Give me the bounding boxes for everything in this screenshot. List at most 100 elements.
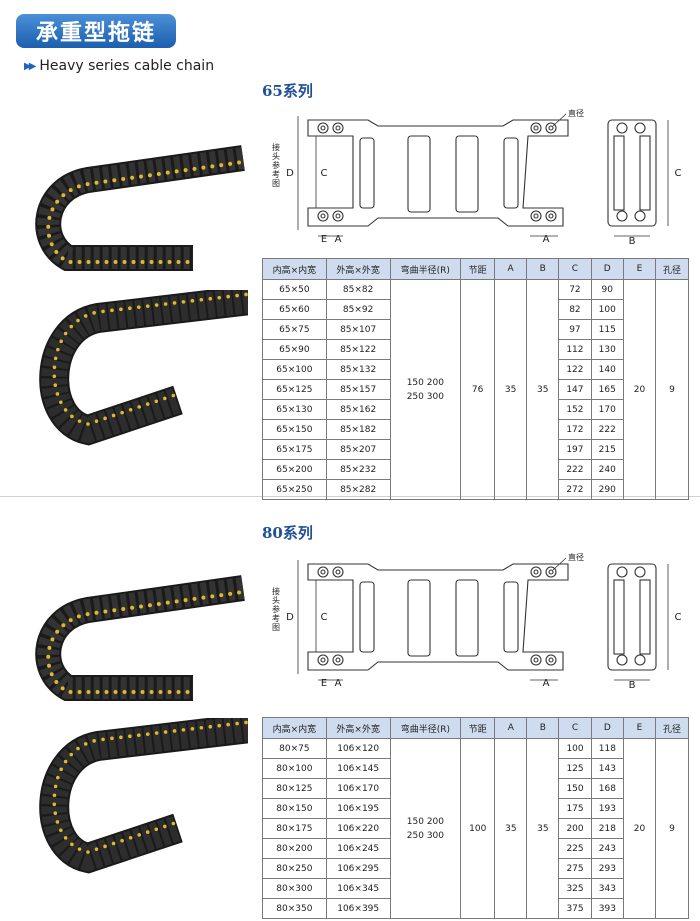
cell-inner-size: 65×50 [262, 279, 327, 300]
cell-d: 168 [590, 778, 625, 799]
cell-inner-size: 65×150 [262, 419, 327, 440]
cell-d: 343 [590, 878, 625, 899]
cell-c: 122 [558, 359, 592, 380]
column-header: 孔径 [655, 717, 689, 739]
cell-outer-size: 85×207 [325, 439, 391, 460]
cell-c: 272 [558, 479, 592, 500]
cell-d: 100 [590, 299, 624, 320]
cell-d: 222 [590, 419, 624, 440]
cell-c: 147 [558, 379, 592, 400]
cell-outer-size: 85×232 [325, 459, 391, 480]
dim-label-a: A [543, 234, 550, 245]
joint-ref-label: 接 [272, 142, 280, 152]
double-arrow-icon: ▶▶ [24, 60, 37, 72]
dim-label-a: A [335, 234, 342, 245]
series-title: 65系列 [262, 82, 313, 100]
cell-outer-size: 106×295 [325, 858, 391, 879]
cell-d: 243 [590, 838, 625, 859]
column-header: D [590, 258, 624, 280]
cell-inner-size: 65×175 [262, 439, 327, 460]
column-header: 节距 [460, 258, 496, 280]
dim-label-e: E [321, 678, 327, 689]
cell-d: 193 [590, 798, 625, 819]
column-header: B [526, 717, 560, 739]
joint-ref-label: 图 [272, 623, 280, 632]
cell-d: 118 [590, 738, 625, 759]
cell-d: 90 [590, 279, 624, 300]
cell-inner-size: 80×150 [262, 798, 327, 819]
cell-d: 215 [590, 439, 624, 460]
column-header: D [590, 717, 625, 739]
cell-inner-size: 80×75 [262, 738, 327, 759]
cell-outer-size: 85×132 [325, 359, 391, 380]
joint-ref-label: 接 [272, 586, 280, 596]
cell-outer-size: 106×170 [325, 778, 391, 799]
column-header: C [558, 258, 592, 280]
cell-d: 290 [590, 479, 624, 500]
bend-radius-line: 250 300 [406, 391, 444, 402]
cell-d: 143 [590, 758, 625, 779]
cell-outer-size: 85×157 [325, 379, 391, 400]
bend-radius-line: 150 200 [406, 816, 444, 827]
cell-c: 325 [558, 878, 592, 899]
subtitle-text: Heavy series cable chain [39, 58, 215, 74]
cell-inner-size: 80×300 [262, 878, 327, 899]
cell-hole: 9 [655, 738, 689, 919]
dim-label-b: B [629, 680, 636, 691]
dim-label-b: B [629, 236, 636, 247]
cell-c: 152 [558, 399, 592, 420]
cell-d: 130 [590, 339, 624, 360]
dim-label-a: A [543, 678, 550, 689]
column-header: A [494, 258, 528, 280]
dim-label-a: A [335, 678, 342, 689]
cell-d: 293 [590, 858, 625, 879]
cell-outer-size: 106×195 [325, 798, 391, 819]
cell-d: 165 [590, 379, 624, 400]
cell-c: 125 [558, 758, 592, 779]
cell-outer-size: 85×82 [325, 279, 391, 300]
cell-c: 172 [558, 419, 592, 440]
cell-outer-size: 85×92 [325, 299, 391, 320]
cell-inner-size: 65×100 [262, 359, 327, 380]
cell-d: 240 [590, 459, 624, 480]
dim-label-d: D [286, 612, 294, 623]
cell-inner-size: 80×175 [262, 818, 327, 839]
dim-label-c: C [321, 612, 328, 623]
cell-outer-size: 85×107 [325, 319, 391, 340]
column-header: 外高×外宽 [325, 258, 391, 280]
dim-label-e: E [321, 234, 327, 245]
cell-c: 97 [558, 319, 592, 340]
cell-c: 200 [558, 818, 592, 839]
joint-ref-label: 参 [272, 160, 280, 170]
cell-inner-size: 65×75 [262, 319, 327, 340]
cell-d: 218 [590, 818, 625, 839]
cell-d: 140 [590, 359, 624, 380]
column-header: 孔径 [654, 258, 690, 280]
cell-c: 175 [558, 798, 592, 819]
dim-label-c-end: C [675, 612, 682, 623]
column-header: 弯曲半径(R) [389, 258, 462, 280]
cell-c: 150 [558, 778, 592, 799]
cell-outer-size: 106×145 [325, 758, 391, 779]
cell-inner-size: 65×125 [262, 379, 327, 400]
cell-c: 72 [558, 279, 592, 300]
cell-pitch: 76 [460, 279, 496, 500]
cell-c: 222 [558, 459, 592, 480]
cable-chain-photo [35, 145, 245, 271]
